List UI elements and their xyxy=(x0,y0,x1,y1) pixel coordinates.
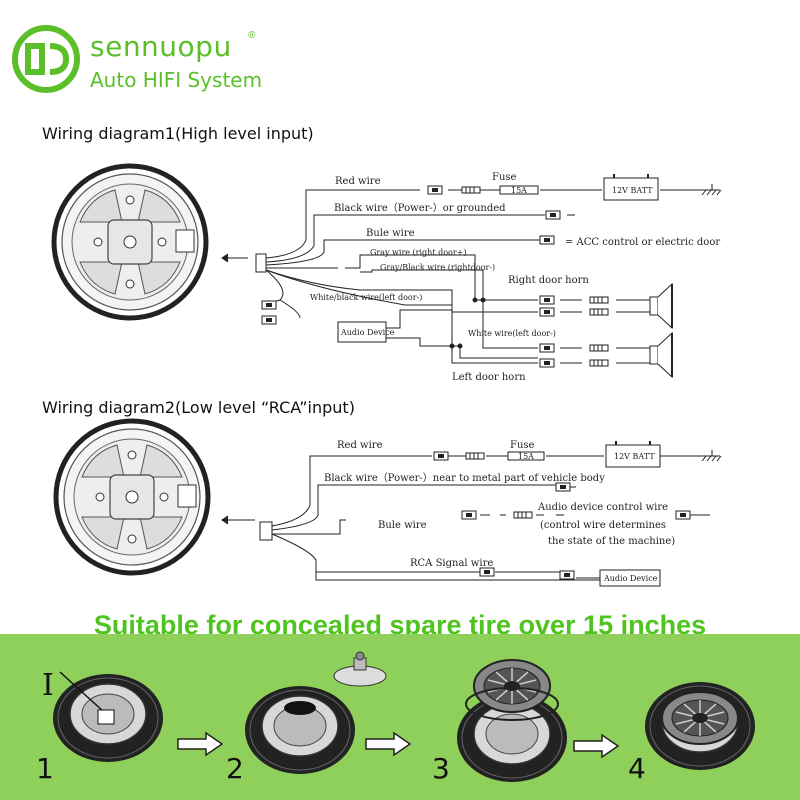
d1-battery-label: 12V BATT xyxy=(612,186,653,195)
brand-tagline: Auto HIFI System xyxy=(90,68,263,92)
step-4-number: 4 xyxy=(628,752,646,785)
d2-control-note2: the state of the machine) xyxy=(548,536,675,547)
d1-left-door-horn-label: Left door horn xyxy=(452,372,526,383)
d2-fuse-label: Fuse xyxy=(510,440,535,451)
d2-control-note1: (control wire determines xyxy=(540,520,666,531)
d1-audio-device-label: Audio Device xyxy=(340,328,395,337)
install-step-2 xyxy=(244,651,387,775)
brand-logo xyxy=(12,25,80,93)
brand-name: sennuopu xyxy=(90,30,232,63)
d1-fuse-label: Fuse xyxy=(492,172,517,183)
d2-red-wire-label: Red wire xyxy=(337,440,383,451)
d2-black-wire-label: Black wire（Power-）near to metal part of … xyxy=(324,472,605,484)
diagram2-labels: Red wire Fuse 15A 12V BATT Black wire（Po… xyxy=(324,440,675,583)
d1-gray-wire-label: Gray wire (right door+) xyxy=(370,248,467,257)
install-step-1 xyxy=(52,671,164,763)
diagram1-labels: Red wire Fuse 15A 12V BATT Black wire（Po… xyxy=(310,172,720,383)
step-2-number: 2 xyxy=(226,752,244,785)
d1-red-wire-label: Red wire xyxy=(335,176,381,187)
install-steps-graphic xyxy=(52,651,756,783)
d1-white-black-wire-label: White/black wire(left door-) xyxy=(310,293,422,302)
d2-battery-label: 12V BATT xyxy=(614,452,655,461)
step-1-number: 1 xyxy=(36,752,54,785)
d1-fuse-rating: 15A xyxy=(511,186,527,195)
step-3-number: 3 xyxy=(432,752,450,785)
diagram2-speaker xyxy=(56,421,208,573)
diagram1-components xyxy=(261,174,722,378)
d2-rca-wire-label: RCA Signal wire xyxy=(410,558,493,569)
diagram1-title: Wiring diagram1(High level input) xyxy=(42,124,314,143)
diagram2-components xyxy=(433,441,722,587)
d2-blue-wire-label: Bule wire xyxy=(378,520,427,531)
d2-control-wire-label: Audio device control wire xyxy=(537,502,668,513)
arrow-3-4-icon xyxy=(573,734,619,758)
wiring-diagrams: Red wire Fuse 15A 12V BATT Black wire（Po… xyxy=(0,0,722,587)
d1-blue-wire-label: Bule wire xyxy=(366,228,415,239)
install-step-4 xyxy=(644,681,756,771)
diagram1-wires xyxy=(221,189,712,364)
step1-callout: I xyxy=(42,668,54,703)
d2-audio-device-label: Audio Device xyxy=(603,574,658,583)
d1-gray-black-wire-label: Gray/Black wire (rightdoor-) xyxy=(380,263,495,272)
d1-white-wire-label: White wire(left door-) xyxy=(468,329,556,338)
registered-mark: ® xyxy=(248,30,256,41)
diagram1-speaker xyxy=(54,166,206,318)
d1-acc-label: = ACC control or electric door xyxy=(565,237,720,248)
d2-fuse-rating: 15A xyxy=(518,452,534,461)
arrow-1-2-icon xyxy=(177,732,223,756)
diagram2-wires xyxy=(221,455,712,581)
install-step-3 xyxy=(456,659,568,783)
d1-right-door-horn-label: Right door horn xyxy=(508,275,589,286)
arrow-2-3-icon xyxy=(365,732,411,756)
d1-black-wire-label: Black wire（Power-）or grounded xyxy=(334,202,506,214)
diagram2-title: Wiring diagram2(Low level “RCA”input) xyxy=(42,398,355,417)
